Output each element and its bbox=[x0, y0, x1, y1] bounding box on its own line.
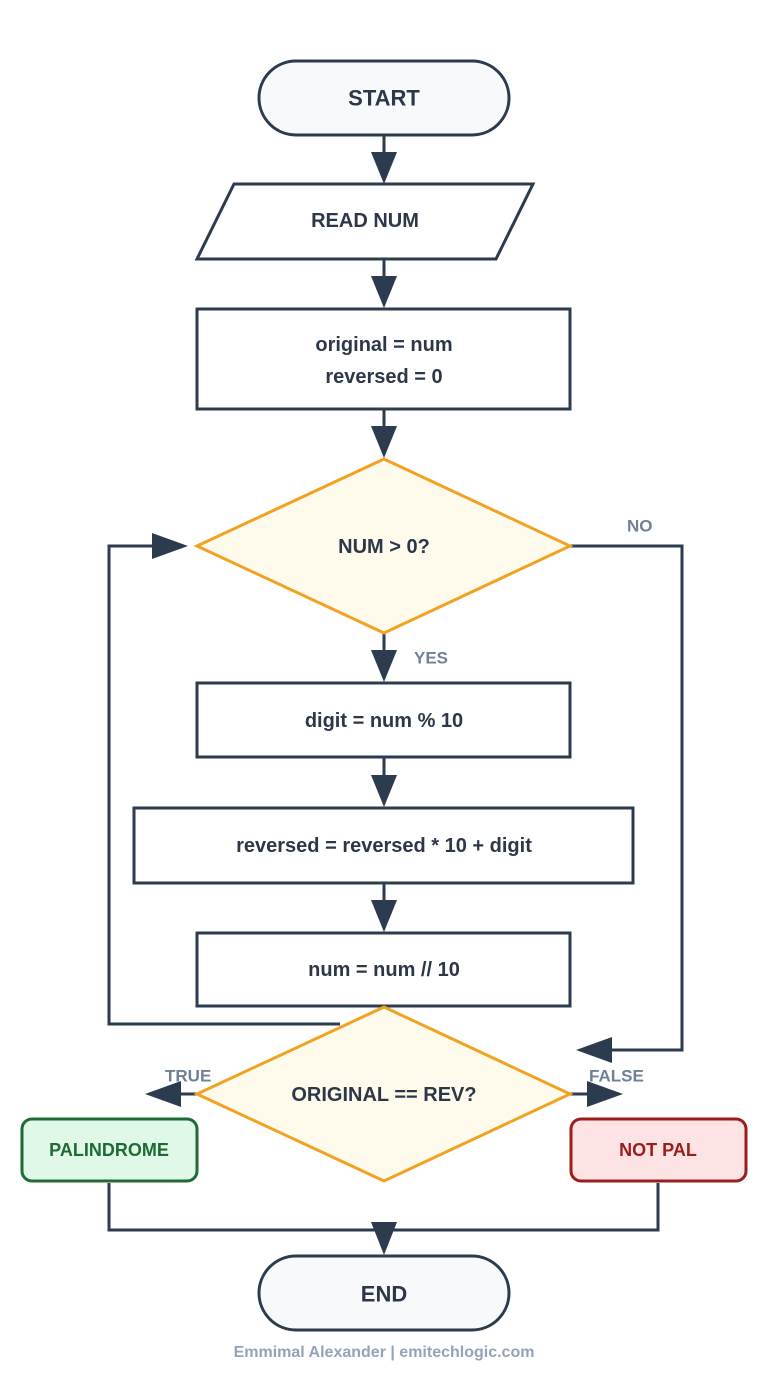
edge-palindrome-end bbox=[107, 1183, 384, 1232]
start-node: START bbox=[257, 59, 511, 137]
init-label-line2: reversed = 0 bbox=[325, 366, 442, 388]
read-input-node: READ NUM bbox=[194, 182, 536, 261]
edge-loop-back bbox=[107, 544, 340, 1026]
yes-edge-label: YES bbox=[414, 649, 448, 668]
arrow-head-down-icon bbox=[371, 276, 397, 308]
end-label: END bbox=[361, 1282, 407, 1307]
arrow-heads bbox=[145, 152, 623, 1255]
arrow-head-left-icon bbox=[145, 1081, 181, 1107]
arrow-head-right-icon bbox=[152, 533, 188, 559]
arrow-head-left-icon bbox=[576, 1037, 612, 1063]
arrow-head-down-icon bbox=[371, 426, 397, 458]
reverse-label: reversed = reversed * 10 + digit bbox=[236, 835, 532, 857]
loop-decision-node: NUM > 0? bbox=[193, 457, 574, 635]
palindrome-result-node: PALINDROME bbox=[20, 1117, 199, 1183]
arrow-head-down-icon bbox=[371, 650, 397, 682]
no-edge-label: NO bbox=[627, 517, 653, 536]
arrow-head-down-icon bbox=[371, 775, 397, 807]
init-process-node: original = num reversed = 0 bbox=[195, 307, 572, 411]
loop-check-label: NUM > 0? bbox=[338, 536, 430, 558]
compare-label: ORIGINAL == REV? bbox=[291, 1084, 476, 1106]
divide-label: num = num // 10 bbox=[308, 959, 460, 981]
digit-label: digit = num % 10 bbox=[305, 710, 463, 732]
read-label: READ NUM bbox=[311, 210, 419, 232]
digit-process-node: digit = num % 10 bbox=[195, 681, 572, 759]
true-edge-label: TRUE bbox=[165, 1067, 211, 1086]
compare-decision-node: ORIGINAL == REV? bbox=[193, 1005, 574, 1183]
not-palindrome-result-node: NOT PAL bbox=[569, 1117, 748, 1183]
init-label-line1: original = num bbox=[315, 334, 452, 356]
arrow-head-down-icon bbox=[371, 152, 397, 184]
end-node: END bbox=[257, 1254, 511, 1332]
false-edge-label: FALSE bbox=[589, 1067, 644, 1086]
arrow-head-right-icon bbox=[587, 1081, 623, 1107]
edge-notpal-end bbox=[384, 1183, 660, 1232]
footer-credit: Emmimal Alexander | emitechlogic.com bbox=[233, 1344, 535, 1361]
reverse-process-node: reversed = reversed * 10 + digit bbox=[132, 806, 635, 885]
not-pal-label: NOT PAL bbox=[619, 1140, 697, 1160]
arrow-head-down-icon bbox=[371, 1222, 397, 1255]
edge-no-branch bbox=[570, 544, 684, 1052]
start-label: START bbox=[348, 86, 420, 111]
divide-process-node: num = num // 10 bbox=[195, 931, 572, 1008]
palindrome-label: PALINDROME bbox=[49, 1140, 169, 1160]
arrow-head-down-icon bbox=[371, 900, 397, 932]
